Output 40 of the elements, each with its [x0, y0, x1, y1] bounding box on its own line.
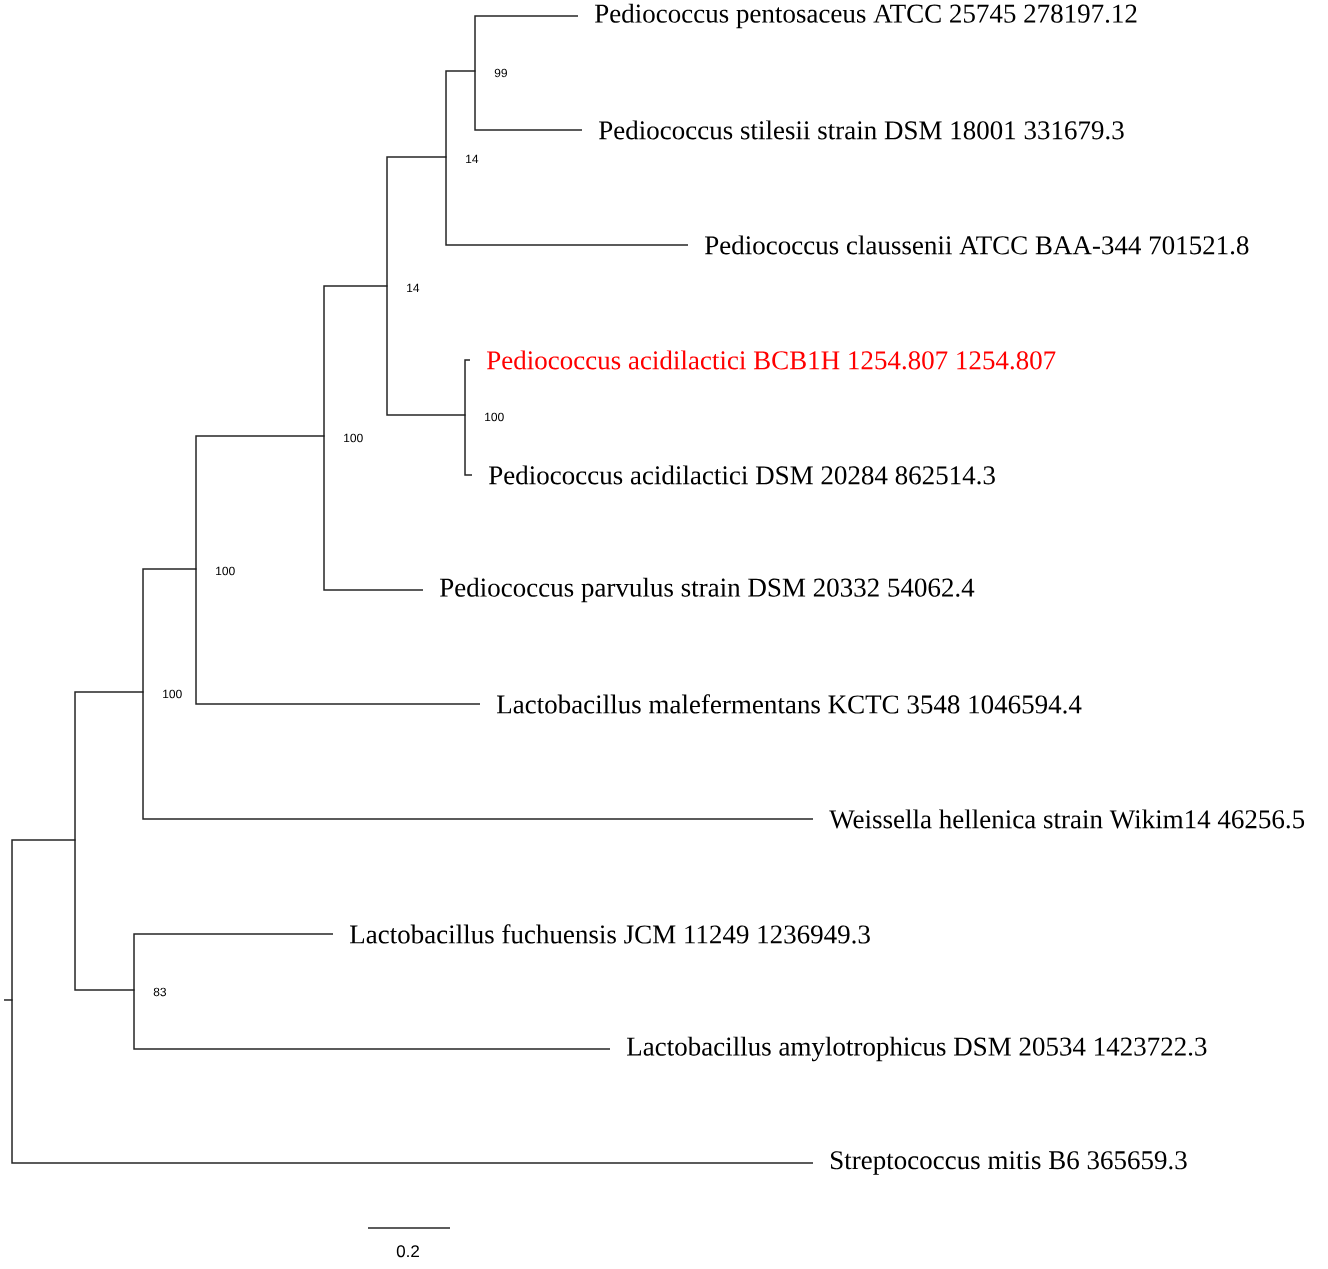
tree-branch: [323, 285, 388, 437]
bootstrap-value: 100: [163, 689, 182, 699]
tree-branch: [11, 839, 76, 1001]
leaf-label: Lactobacillus fuchuensis JCM 11249 1236949.3: [350, 924, 870, 944]
leaf-label: Pediococcus stilesii strain DSM 18001 331679.3: [599, 120, 1124, 140]
tree-branch: [323, 435, 424, 591]
tree-branch: [133, 989, 611, 1050]
tree-branch: [74, 691, 144, 841]
tree-branch: [142, 691, 814, 820]
bootstrap-value: 14: [466, 154, 479, 164]
tree-branch: [445, 70, 476, 158]
tree-branch: [142, 568, 197, 693]
scale-label: 0.2: [396, 1245, 419, 1258]
tree-branch: [195, 568, 481, 705]
leaf-label: Pediococcus pentosaceus ATCC 25745 278197.12: [595, 3, 1137, 29]
bootstrap-value: 99: [494, 68, 507, 78]
tree-branch: [464, 359, 471, 416]
leaf-label: Weissella hellenica strain Wikim14 46256.5: [829, 809, 1305, 829]
bootstrap-value: 100: [216, 566, 235, 576]
leaf-label: Lactobacillus malefermentans KCTC 3548 1046594.4: [497, 694, 1082, 714]
bootstrap-value: 83: [153, 987, 167, 997]
tree-branch: [474, 15, 579, 72]
bootstrap-value: 100: [344, 433, 363, 443]
tree-branch: [74, 839, 135, 991]
tree-branch: [386, 285, 466, 416]
leaf-label: Pediococcus acidilactici DSM 20284 862514.3: [489, 465, 995, 485]
leaf-label: Pediococcus parvulus strain DSM 20332 54062.4: [440, 577, 975, 603]
tree-branch: [11, 999, 814, 1164]
tree-branch: [445, 156, 689, 246]
bootstrap-value: 14: [407, 283, 420, 293]
bootstrap-value: 100: [485, 412, 504, 422]
leaf-label: Streptococcus mitis B6 365659.3: [831, 1151, 1187, 1175]
tree-branch: [474, 70, 583, 131]
leaf-label: Pediococcus claussenii ATCC BAA-344 701521.8: [705, 235, 1249, 255]
tree-branch: [386, 156, 447, 287]
tree-branch: [464, 414, 473, 476]
tree-branch: [133, 933, 334, 991]
leaf-label: Pediococcus acidilactici BCB1H 1254.807 1254.807: [487, 350, 1056, 370]
tree-branch: [195, 435, 325, 570]
leaf-label: Lactobacillus amylotrophicus DSM 20534 1423722.3: [627, 1036, 1207, 1062]
